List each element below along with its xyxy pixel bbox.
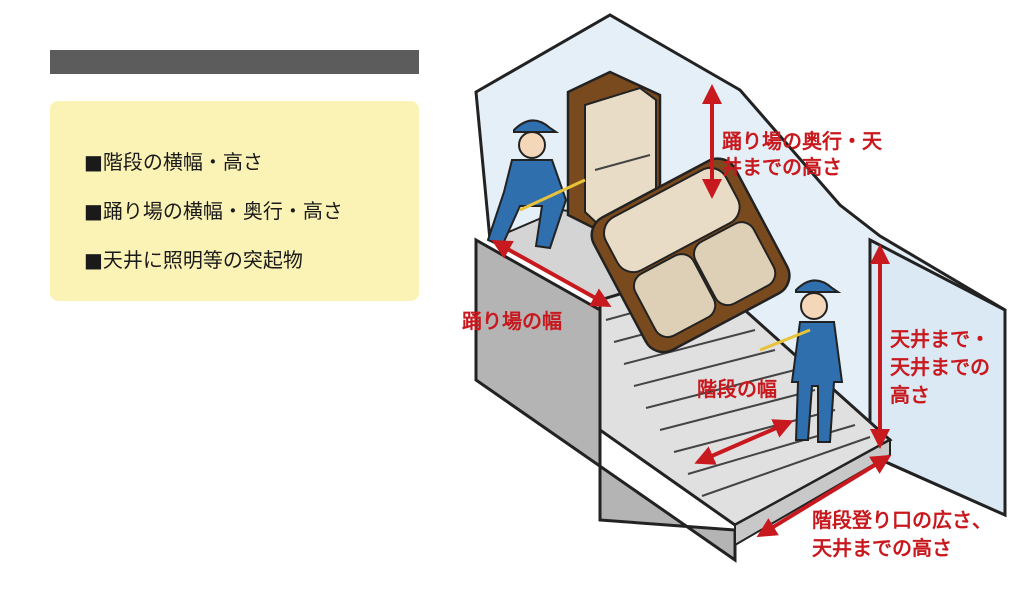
label-landing-width: 踊り場の幅 [462, 309, 562, 333]
arrow-entrance-width [756, 454, 892, 538]
worker-2-cap [795, 279, 842, 293]
worker-1-cap [513, 119, 560, 133]
worker-kneeling [486, 119, 586, 250]
worker-1-tape [519, 178, 586, 212]
label-landing-depth-line1: 踊り場の奥行・天 [722, 129, 883, 153]
worker-2-body [790, 321, 844, 443]
measurement-labels: 踊り場の奥行・天 井までの高さ 踊り場の幅 天井まで・ 天井までの 高さ 階段の… [462, 129, 992, 560]
label-ceiling-line1: 天井まで・ [890, 327, 990, 351]
cabinet [566, 70, 662, 237]
measurement-arrows [491, 84, 892, 538]
label-entrance-line2: 天井までの高さ [812, 536, 952, 560]
worker-standing [759, 279, 844, 443]
checklist-item-stairs: ■階段の横幅・高さ [84, 150, 263, 174]
worker-2-head [800, 292, 828, 320]
checklist-item-ceiling: ■天井に照明等の突起物 [84, 248, 303, 272]
header-bar [50, 50, 419, 74]
label-ceiling-line3: 高さ [890, 383, 930, 407]
sofa [590, 157, 791, 354]
arrow-stair-width [694, 419, 794, 465]
sofa-seat-left [632, 253, 717, 339]
label-landing-depth-line2: 井までの高さ [722, 155, 842, 179]
checklist-panel: ■階段の横幅・高さ ■踊り場の横幅・奥行・高さ ■天井に照明等の突起物 [50, 101, 419, 301]
label-stair-width: 階段の幅 [697, 377, 777, 401]
label-entrance-line1: 階段登り口の広さ、 [812, 508, 992, 532]
worker-2-tape [759, 328, 811, 352]
worker-1-head [518, 131, 546, 159]
sofa-seat-right [692, 221, 777, 307]
label-ceiling-line2: 天井までの [890, 355, 990, 379]
worker-1-body [486, 159, 568, 250]
checklist: ■階段の横幅・高さ ■踊り場の横幅・奥行・高さ ■天井に照明等の突起物 [50, 101, 419, 275]
checklist-item-landing: ■踊り場の横幅・奥行・高さ [84, 199, 343, 223]
arrow-landing-width [491, 240, 612, 307]
